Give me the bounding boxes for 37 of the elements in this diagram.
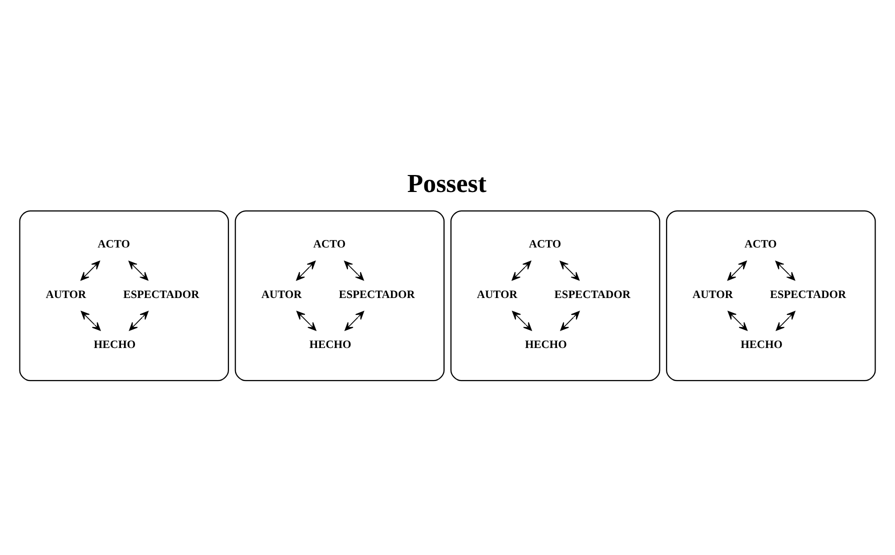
cluster [666,210,876,381]
arrow [296,260,316,280]
arrow [727,260,747,280]
arrow [512,260,532,280]
arrow [560,310,580,330]
node-text: ACTO [98,238,130,250]
cluster [450,210,660,381]
arrow [728,310,748,330]
node-text: AUTOR [692,288,733,300]
node-text: ACTO [528,238,562,250]
node-text: AUTOR [261,288,302,300]
cluster [19,210,229,381]
arrow [296,310,316,330]
arrow [80,260,100,280]
arrow [560,260,580,280]
node-text: ESPECTADOR [770,288,846,300]
node-text: HECHO [525,338,567,351]
node-text: AUTOR [476,288,518,300]
cluster [234,210,445,381]
node-text: AUTOR [46,288,86,300]
diagram-title: Possest [407,168,487,198]
node-text: HECHO [740,338,782,351]
node-text: HECHO [309,338,352,351]
node-text: ESPECTADOR [338,288,415,300]
arrow [776,310,796,330]
node-text: ESPECTADOR [554,288,630,300]
node-text: ACTO [313,238,346,250]
arrow [344,260,364,280]
arrow [129,310,148,330]
node-text: HECHO [94,338,136,351]
node-text: ESPECTADOR [123,288,200,300]
arrow [512,310,532,330]
arrow [128,260,148,280]
arrow [775,260,796,280]
arrow [344,310,364,330]
node-text: ACTO [744,238,777,250]
arrow [80,310,101,330]
